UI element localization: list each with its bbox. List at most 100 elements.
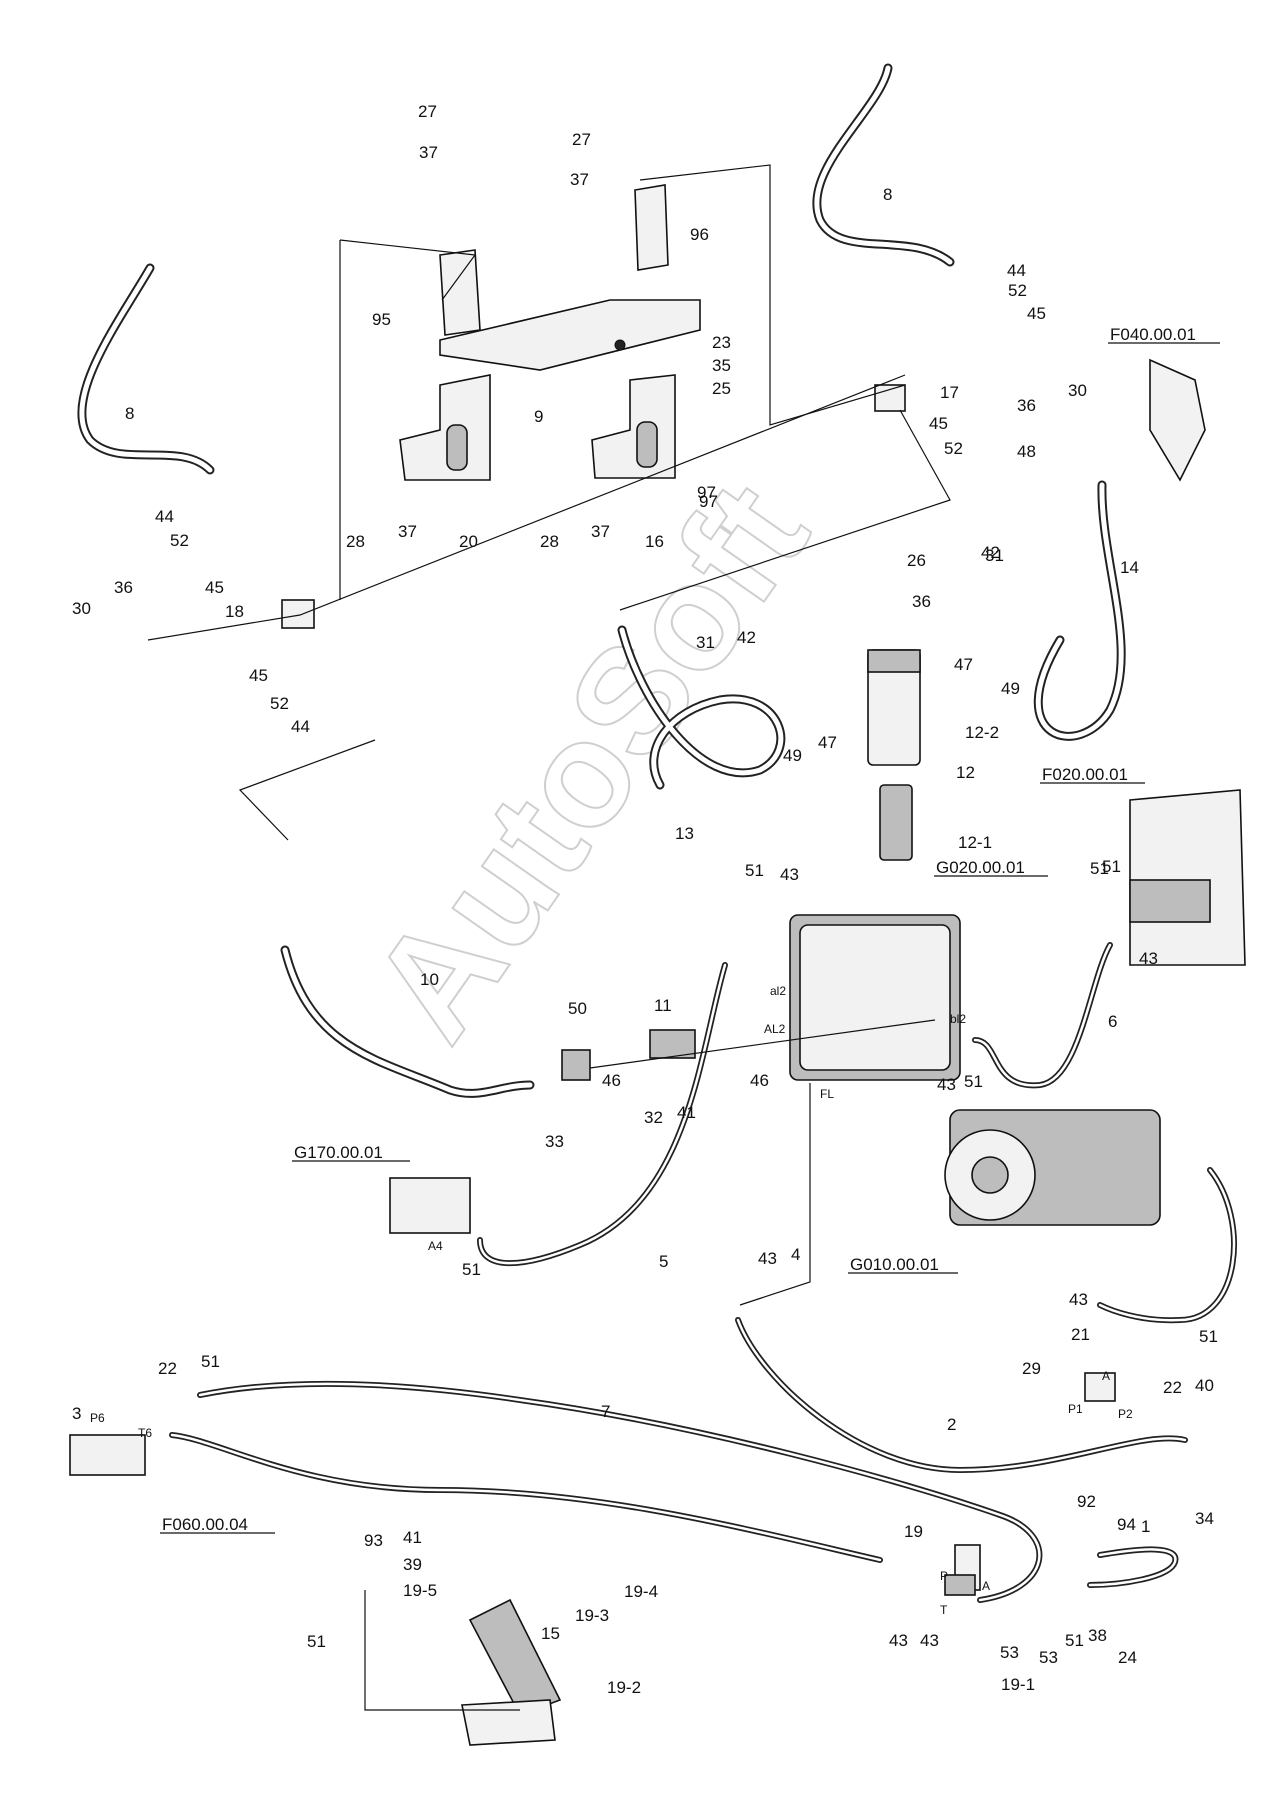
part-number-label: 24 [1118, 1648, 1137, 1667]
ref-F040: F040.00.01 [1110, 325, 1196, 344]
part-number-label: 35 [712, 356, 731, 375]
part-number-label: 44 [1007, 261, 1026, 280]
part-number-label: 25 [712, 379, 731, 398]
part-number-label: 43 [758, 1249, 777, 1268]
part-number-label: 30 [1068, 381, 1087, 400]
bracket-20 [399, 374, 491, 481]
part-number-label: 49 [783, 746, 802, 765]
ref-F020: F020.00.01 [1042, 765, 1128, 784]
part-number-label: 52 [270, 694, 289, 713]
part-number-label: 1 [1141, 1517, 1150, 1536]
part-number-label: 47 [818, 733, 837, 752]
bracket-95 [439, 249, 481, 336]
port-label: A4 [428, 1239, 443, 1253]
part-number-label: 12-1 [958, 833, 992, 852]
port-label: P1 [1068, 1402, 1083, 1416]
part-number-label: 34 [1195, 1509, 1214, 1528]
part-number-label: 3 [72, 1404, 81, 1423]
part-number-label: 36 [912, 592, 931, 611]
port-label: P [940, 1569, 948, 1583]
part-number-label: 51 [1199, 1327, 1218, 1346]
part-number-label: 51 [745, 861, 764, 880]
bracket-96 [634, 184, 669, 271]
part-number-label: 37 [398, 522, 417, 541]
part-number-label: 8 [125, 404, 134, 423]
pipe-2 [169, 1432, 883, 1563]
part-number-label: 22 [1163, 1378, 1182, 1397]
part-number-label: 4 [791, 1245, 800, 1264]
port-label: al2 [770, 984, 786, 998]
part-number-label: 43 [920, 1631, 939, 1650]
watermark: AutoSoft [339, 453, 840, 1068]
part-number-label: 10 [420, 970, 439, 989]
part-number-label: 43 [780, 865, 799, 884]
part-number-label: 9 [534, 407, 543, 426]
part-number-label: 49 [1001, 679, 1020, 698]
part-number-label: 41 [677, 1103, 696, 1122]
part-number-label: 51 [1102, 857, 1121, 876]
leader-lines [147, 164, 951, 1711]
part-number-label: 45 [249, 666, 268, 685]
part-number-label: 27 [572, 130, 591, 149]
ref-G010: G010.00.01 [850, 1255, 939, 1274]
part-number-label: 29 [1022, 1359, 1041, 1378]
part-number-label: 96 [690, 225, 709, 244]
part-number-label: 19-2 [607, 1678, 641, 1697]
part-number-label: 13 [675, 824, 694, 843]
ref-F060: F060.00.04 [162, 1515, 248, 1534]
ref-G020: G020.00.01 [936, 858, 1025, 877]
part-number-label: 12-2 [965, 723, 999, 742]
part-number-label: 53 [1000, 1643, 1019, 1662]
part-number-label: 31 [696, 633, 715, 652]
port-label: AL2 [764, 1022, 786, 1036]
part-number-label: 22 [158, 1359, 177, 1378]
part-number-label: 51 [307, 1632, 326, 1651]
part-number-label: 19 [904, 1522, 923, 1541]
part-number-label: 43 [937, 1075, 956, 1094]
part-number-label: 23 [712, 333, 731, 352]
hose-14 [1033, 480, 1126, 741]
part-number-label: 20 [459, 532, 478, 551]
part-number-label: 53 [1039, 1648, 1058, 1667]
part-number-label: 41 [403, 1528, 422, 1547]
part-number-label: 12 [956, 763, 975, 782]
part-number-label: 46 [602, 1071, 621, 1090]
part-number-label: 7 [601, 1402, 610, 1421]
part-number-label: 17 [940, 383, 959, 402]
part-number-label: 48 [1017, 442, 1036, 461]
pedal-19-1 [468, 1598, 562, 1716]
part-number-label: 51 [462, 1260, 481, 1279]
part-number-label: 6 [1108, 1012, 1117, 1031]
part-number-label: 32 [644, 1108, 663, 1127]
part-number-label: 52 [944, 439, 963, 458]
part-number-label: 92 [1077, 1492, 1096, 1511]
part-number-label: 19-5 [403, 1581, 437, 1600]
part-number-label: 44 [155, 507, 174, 526]
part-number-label: 43 [1139, 949, 1158, 968]
part-number-label: 40 [1195, 1376, 1214, 1395]
port-labels: al2 AL2 bl2 FL A4 P6 T6 P1 P2 A P A T [90, 984, 1133, 1617]
part-number-label: 39 [403, 1555, 422, 1574]
port-label: A [982, 1579, 990, 1593]
part-number-label: 46 [750, 1071, 769, 1090]
port-label: P6 [90, 1411, 105, 1425]
part-number-label: 31 [985, 546, 1004, 565]
port-label: bl2 [950, 1012, 966, 1026]
part-number-label: 43 [1069, 1290, 1088, 1309]
plate-9 [439, 299, 701, 371]
part-number-label: 45 [1027, 304, 1046, 323]
part-number-label: 5 [659, 1252, 668, 1271]
port-label: FL [820, 1087, 834, 1101]
bracket-16 [591, 374, 676, 479]
part-number-label: 94 [1117, 1515, 1136, 1534]
part-number-label: 28 [346, 532, 365, 551]
filter-element-12-1 [879, 784, 913, 861]
part-number-label: 30 [72, 599, 91, 618]
part-number-label: 37 [591, 522, 610, 541]
part-number-label: 19-3 [575, 1606, 609, 1625]
port-label: A [1102, 1369, 1110, 1383]
hose-8-right [812, 63, 955, 267]
part-number-label: 27 [418, 102, 437, 121]
